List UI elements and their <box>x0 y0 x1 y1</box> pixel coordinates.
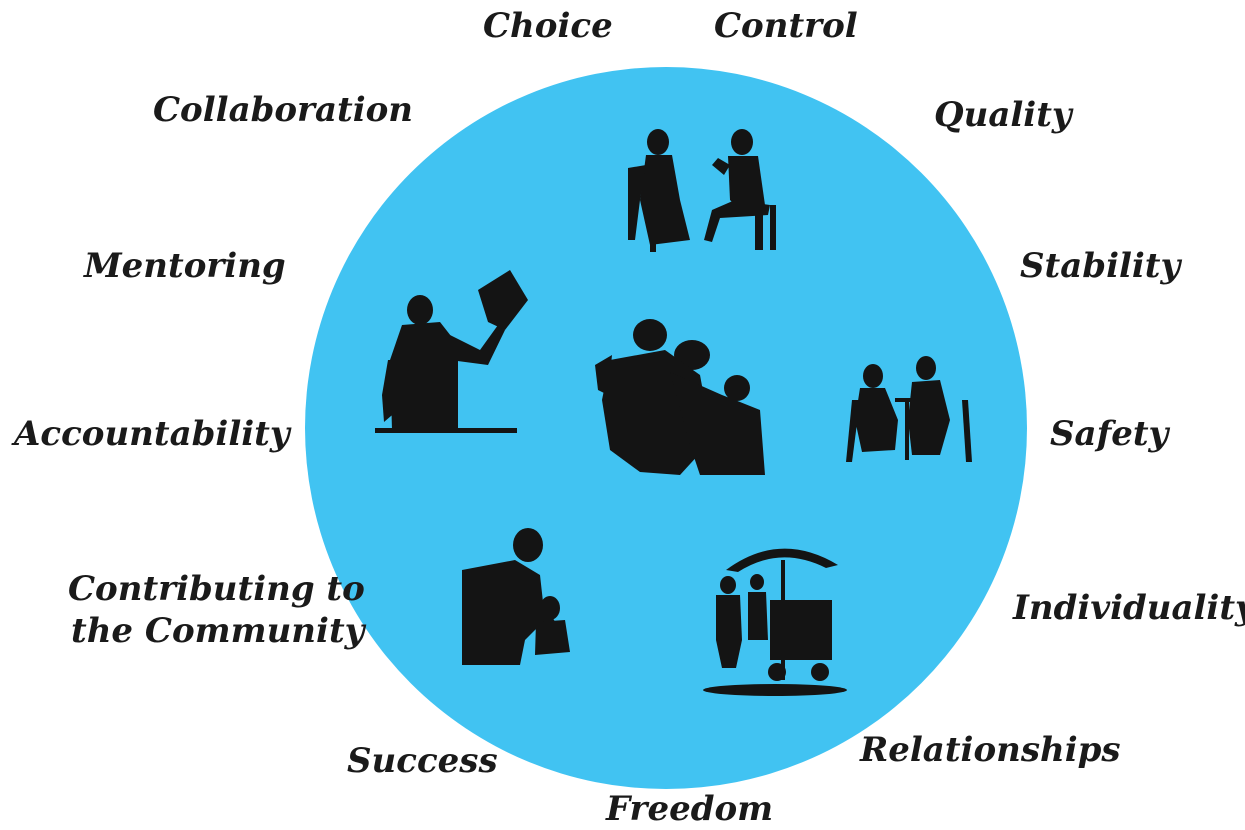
label-collaboration: Collaboration <box>153 90 414 130</box>
doctor-with-child-icon <box>462 528 570 665</box>
person-with-newspaper-icon <box>375 270 528 433</box>
label-choice: Choice <box>483 6 613 46</box>
label-stability: Stability <box>1020 246 1181 286</box>
label-accountability: Accountability <box>14 414 290 454</box>
label-mentoring: Mentoring <box>84 246 286 286</box>
label-control: Control <box>714 6 858 46</box>
label-success: Success <box>347 741 498 781</box>
family-group-icon <box>595 319 765 475</box>
label-contributing-line2: the Community <box>71 611 365 651</box>
label-contributing-line1: Contributing to <box>68 569 365 609</box>
label-relationships: Relationships <box>860 730 1121 770</box>
label-safety: Safety <box>1050 414 1169 454</box>
cafe-table-couple-icon <box>846 356 972 462</box>
label-quality: Quality <box>934 95 1072 135</box>
label-individuality: Individuality <box>1013 588 1245 628</box>
seated-conversation-icon <box>628 129 776 252</box>
street-vendor-cart-icon <box>703 548 847 696</box>
label-freedom: Freedom <box>606 789 774 829</box>
